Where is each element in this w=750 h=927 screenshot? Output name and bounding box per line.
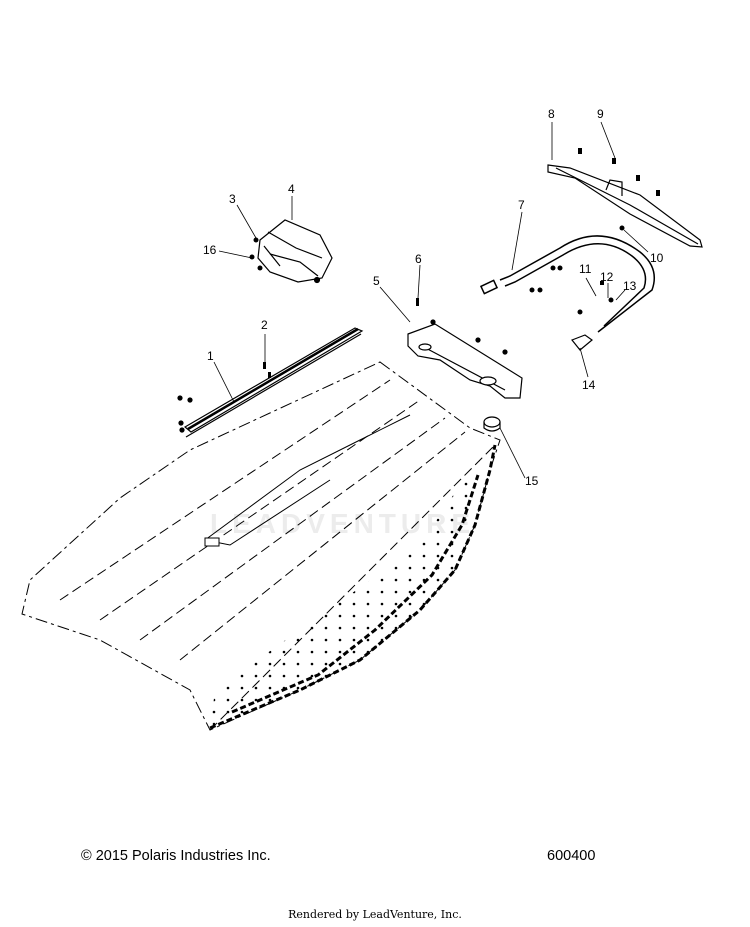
rail-part-1 [177,327,364,438]
storage-box-part-4 [257,219,333,284]
rendered-by-text: Rendered by LeadVenture, Inc. [288,908,462,921]
copyright-text: © 2015 Polaris Industries Inc. [81,848,271,864]
screw-part-6 [416,298,419,306]
callout-1: 1 [207,349,214,363]
callout-7: 7 [518,198,525,212]
callout-9: 9 [597,107,604,121]
callout-15: 15 [525,474,539,488]
screw-part-2 [263,362,271,378]
deck-slats [209,444,497,730]
rail-part-8 [547,164,703,248]
screw-part-3 [249,237,263,271]
callout-16: 16 [203,243,217,257]
fasteners-part-7 [529,265,614,315]
callout-8: 8 [548,107,555,121]
callout-13: 13 [623,279,637,293]
callout-3: 3 [229,192,236,206]
end-cap-part-14 [571,334,593,351]
callout-10: 10 [650,251,664,265]
callout-12: 12 [600,270,614,284]
callout-11: 11 [579,262,592,276]
handle-part-7 [479,235,655,333]
callout-6: 6 [415,252,422,266]
bracket-part-5 [407,319,523,399]
callout-14: 14 [582,378,596,392]
deck-perforations [210,460,480,730]
cap-part-15 [483,416,501,432]
leader-lines [213,121,649,479]
callout-2: 2 [261,318,268,332]
screw-part-9 [578,148,660,196]
diagram-number: 600400 [547,848,596,864]
bolt-part-10 [619,225,625,231]
callout-4: 4 [288,182,295,196]
callout-5: 5 [373,274,380,288]
